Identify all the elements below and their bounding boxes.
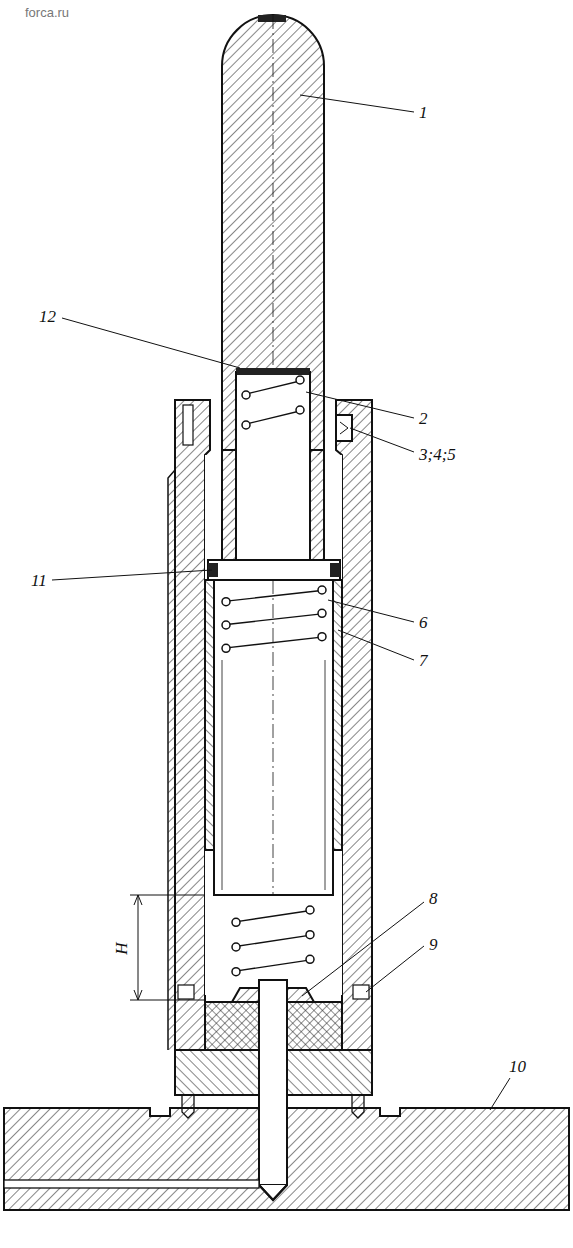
dimension-label: H xyxy=(113,941,130,955)
callout-number: 2 xyxy=(418,410,429,427)
callout-number: 6 xyxy=(418,614,429,631)
callout-number: 8 xyxy=(428,890,439,907)
leader-lines xyxy=(52,95,510,1110)
callout-number: 1 xyxy=(418,104,429,121)
callout-number: 11 xyxy=(30,572,48,589)
callout-number: 3;4;5 xyxy=(418,446,457,463)
callout-number: 12 xyxy=(38,308,57,325)
watermark: forca.ru xyxy=(24,6,70,19)
screw-9 xyxy=(178,985,194,999)
base-plate xyxy=(4,1108,569,1210)
callout-number: 7 xyxy=(418,652,429,669)
oil-channel xyxy=(4,1180,259,1188)
screw-3-4-5 xyxy=(336,415,352,441)
piston xyxy=(214,580,333,895)
cap-12 xyxy=(236,368,310,375)
plunger-cavity xyxy=(236,372,310,560)
sleeve-7 xyxy=(205,580,214,850)
bolt xyxy=(259,980,287,1185)
callout-number: 9 xyxy=(428,936,439,953)
callout-number: 10 xyxy=(508,1058,527,1075)
